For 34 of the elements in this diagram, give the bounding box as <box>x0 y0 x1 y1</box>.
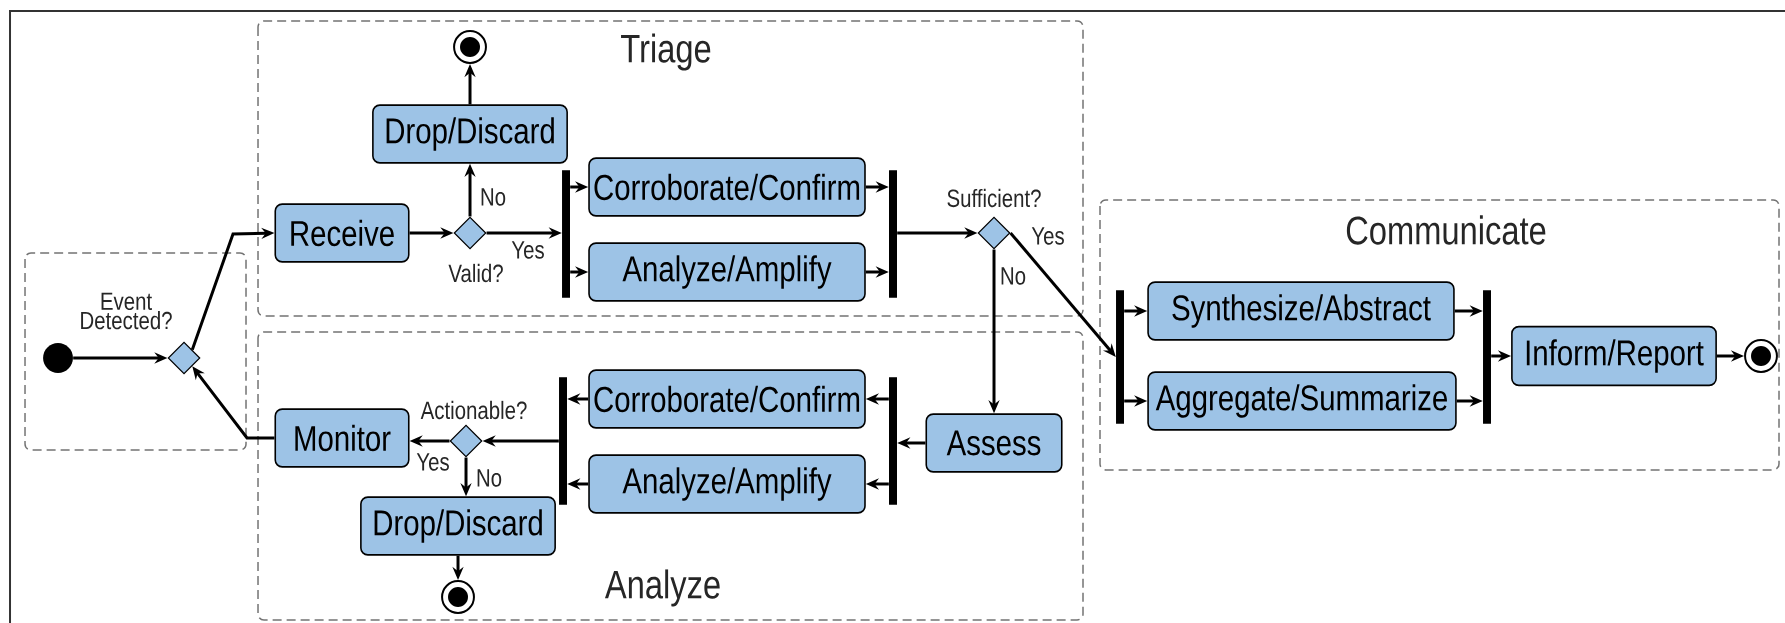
start-dot <box>43 343 73 373</box>
action-box: Synthesize/Abstract <box>1147 281 1455 341</box>
group-title: Triage <box>621 33 711 71</box>
edge-label: Yes <box>511 241 544 259</box>
group-title: Analyze <box>604 569 720 607</box>
edge-label: Yes <box>416 453 449 471</box>
action-box: Inform/Report <box>1511 325 1717 387</box>
decision-diamond <box>449 424 483 458</box>
edge-label: No <box>1001 267 1026 285</box>
decision-diamond <box>977 216 1011 250</box>
action-box: Analyze/Amplify <box>588 242 866 302</box>
end-marker <box>441 580 475 614</box>
decision-diamond <box>167 341 201 375</box>
action-box: Corroborate/Confirm <box>588 157 866 217</box>
action-box: Aggregate/Summarize <box>1147 371 1457 431</box>
action-box: Corroborate/Confirm <box>588 369 866 429</box>
action-box: Drop/Discard <box>372 104 568 164</box>
decision-label: Actionable? <box>420 400 527 420</box>
end-marker <box>453 30 487 64</box>
edge-label: No <box>481 188 506 206</box>
decision-label: Sufficient? <box>947 188 1041 208</box>
group-box <box>24 252 247 451</box>
action-box: Drop/Discard <box>360 496 556 556</box>
action-box: Monitor <box>274 408 410 468</box>
decision-diamond <box>453 216 487 250</box>
edge-label: Yes <box>1031 227 1064 245</box>
action-box: Analyze/Amplify <box>588 454 866 514</box>
edge-label: No <box>477 469 502 487</box>
decision-label: Event Detected? <box>81 292 172 330</box>
action-box: Assess <box>925 413 1063 473</box>
action-box: Receive <box>274 203 410 263</box>
group-title: Communicate <box>1346 215 1546 245</box>
decision-label: Valid? <box>448 263 503 283</box>
end-marker <box>1744 339 1778 373</box>
